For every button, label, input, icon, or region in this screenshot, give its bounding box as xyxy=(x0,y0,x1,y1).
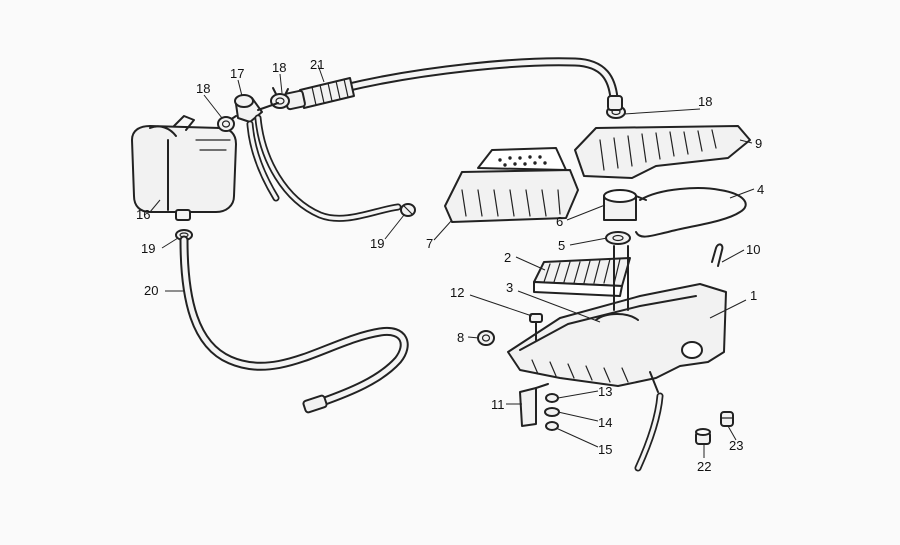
part-19-hose-clamp-mid xyxy=(400,203,416,217)
callout-3: 3 xyxy=(506,280,513,295)
part-6-sleeve xyxy=(603,189,647,221)
part-1-filter-housing xyxy=(507,283,727,393)
callout-18-tank: 18 xyxy=(196,81,210,96)
housing-drain-tube xyxy=(634,392,664,472)
callout-14: 14 xyxy=(598,415,612,430)
part-13-nut xyxy=(545,393,559,403)
callout-9: 9 xyxy=(755,136,762,151)
callout-16: 16 xyxy=(136,207,150,222)
part-21-hose-fitting xyxy=(284,77,355,111)
top-breather-hose xyxy=(340,57,619,103)
cover-dots xyxy=(498,155,547,167)
callout-12: 12 xyxy=(450,285,464,300)
part-8-o-ring xyxy=(477,330,495,346)
callout-5: 5 xyxy=(558,238,565,253)
part-20-drain-hose xyxy=(179,235,409,414)
part-5-washer xyxy=(605,231,631,245)
part-12-bolt xyxy=(529,313,543,341)
callout-labels: 1 2 3 4 5 6 7 8 9 10 11 12 13 14 15 16 1… xyxy=(136,57,764,474)
part-2-filter-element xyxy=(533,257,631,297)
callout-4: 4 xyxy=(757,182,764,197)
part-3-inner-tube xyxy=(613,245,629,311)
callout-1: 1 xyxy=(750,288,757,303)
callout-8: 8 xyxy=(457,330,464,345)
part-14-washer xyxy=(544,407,560,417)
callout-19-mid: 19 xyxy=(370,236,384,251)
part-22-plug xyxy=(695,428,711,445)
callout-10: 10 xyxy=(746,242,760,257)
leader-lines xyxy=(149,64,755,458)
callout-18-upper: 18 xyxy=(272,60,286,75)
part-16-oil-reservoir xyxy=(131,115,237,221)
part-11-bracket xyxy=(519,383,549,427)
callout-23: 23 xyxy=(729,438,743,453)
callout-22: 22 xyxy=(697,459,711,474)
callout-15: 15 xyxy=(598,442,612,457)
callout-19-lower: 19 xyxy=(141,241,155,256)
callout-11: 11 xyxy=(491,397,505,412)
callout-17: 17 xyxy=(230,66,244,81)
part-7-filter-cover xyxy=(444,147,579,223)
part-15-nut xyxy=(545,421,559,431)
callout-6: 6 xyxy=(556,214,563,229)
callout-18-right: 18 xyxy=(698,94,712,109)
callout-2: 2 xyxy=(504,250,511,265)
part-4-gasket xyxy=(635,187,747,238)
part-10-spring-clip xyxy=(711,243,724,267)
callout-20: 20 xyxy=(144,283,158,298)
part-18-hose-clip-tank xyxy=(217,116,235,132)
breather-hoses xyxy=(246,114,402,222)
callout-13: 13 xyxy=(598,384,612,399)
part-18-hose-clip-right xyxy=(606,95,626,119)
callout-21: 21 xyxy=(310,57,324,72)
part-9-ribbed-cover xyxy=(574,125,751,179)
callout-7: 7 xyxy=(426,236,433,251)
part-23-plug xyxy=(720,411,734,427)
